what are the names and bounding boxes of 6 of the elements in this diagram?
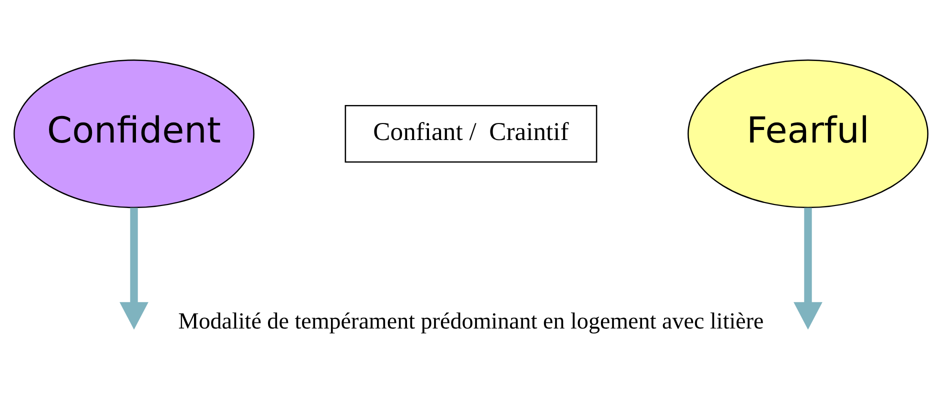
node-ellipse: Confident xyxy=(14,58,254,208)
node-ellipse: Fearful xyxy=(688,58,928,208)
node-box: Confiant / Craintif xyxy=(344,104,598,162)
arrow xyxy=(120,207,148,330)
label: Modalité de tempérament prédominant en logement avec litière xyxy=(178,306,764,333)
arrow xyxy=(794,207,822,330)
